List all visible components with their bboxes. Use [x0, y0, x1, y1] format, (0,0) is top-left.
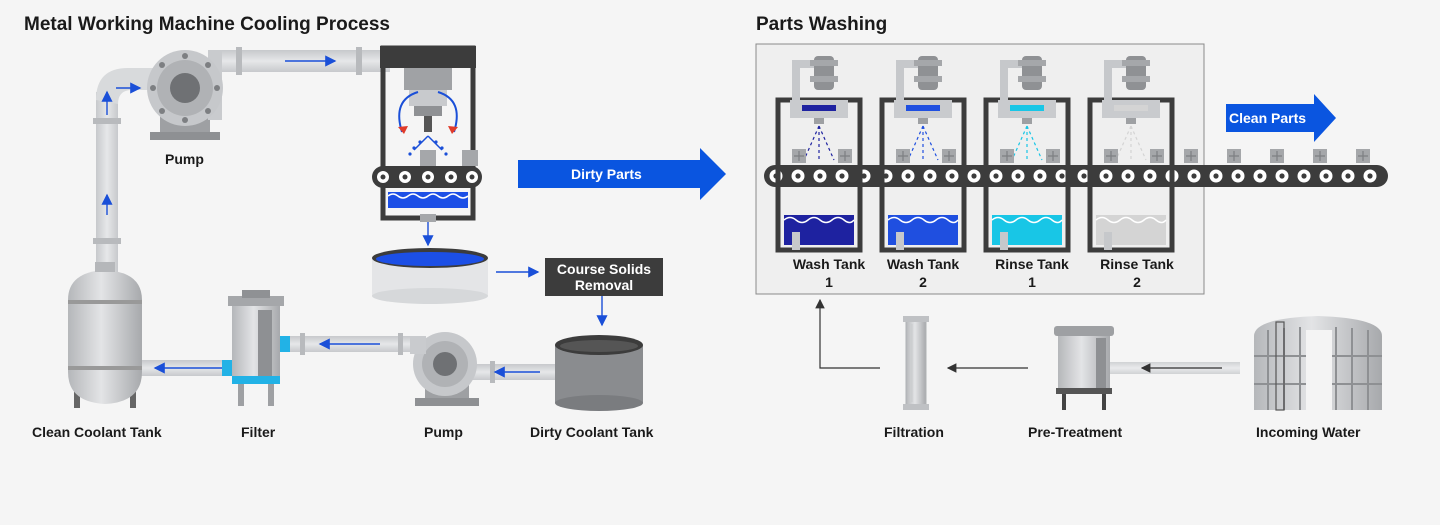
spray-nozzle-icon [803, 125, 835, 161]
tank-name: Wash Tank [792, 256, 866, 272]
wash-tank-2 [879, 56, 967, 253]
filtration-icon [903, 316, 929, 410]
pump-bottom-label: Pump [424, 424, 463, 440]
tank-label-2: Wash Tank 2 [878, 255, 968, 291]
course-solids-label: Course Solids Removal [545, 261, 663, 293]
left-section-title: Metal Working Machine Cooling Process [24, 14, 390, 35]
clean-parts-label: Clean Parts [1229, 110, 1307, 126]
tank-number: 1 [825, 274, 833, 290]
tank-name: Rinse Tank [995, 256, 1069, 272]
dirty-parts-arrow [518, 148, 726, 200]
course-solids-line2: Removal [574, 277, 634, 293]
machine-tool-icon [372, 45, 482, 222]
incoming-water-label: Incoming Water [1256, 424, 1361, 440]
tank-number: 1 [1028, 274, 1036, 290]
right-section-title: Parts Washing [756, 14, 888, 35]
tank-label-1: Wash Tank 1 [784, 255, 874, 291]
conveyor-parts [1184, 149, 1370, 163]
pre-treatment-label: Pre-Treatment [1028, 424, 1123, 440]
course-solids-line1: Course Solids [556, 261, 652, 277]
tank-name: Wash Tank [886, 256, 960, 272]
spray-nozzle-icon [1011, 125, 1043, 161]
clean-coolant-tank-label: Clean Coolant Tank [32, 424, 162, 440]
pump-top-label: Pump [165, 151, 204, 167]
wash-tank-4 [1087, 56, 1175, 253]
pump-bottom-icon [410, 332, 479, 406]
tank-label-3: Rinse Tank 1 [987, 255, 1077, 291]
clean-parts-arrow [1226, 94, 1336, 142]
tank-number: 2 [1133, 274, 1141, 290]
pump-top-icon [147, 50, 223, 140]
dirty-parts-label: Dirty Parts [571, 166, 642, 182]
tank-label-4: Rinse Tank 2 [1092, 255, 1182, 291]
filter-label: Filter [241, 424, 276, 440]
filter-icon [222, 290, 290, 406]
course-solids-box [545, 258, 663, 296]
wash-tanks [775, 56, 1175, 253]
spray-nozzle-icon [1115, 125, 1147, 161]
water-supply-line [815, 298, 1222, 373]
tank-number: 2 [919, 274, 927, 290]
filtration-label: Filtration [884, 424, 944, 440]
wash-tank-1 [775, 56, 863, 253]
coolant-pipes [93, 47, 560, 383]
wash-tank-3 [983, 56, 1071, 253]
pre-treatment-icon [1054, 326, 1114, 410]
flow-arrows [101, 55, 608, 378]
chip-basin-icon [372, 248, 488, 304]
conveyor-icon [764, 165, 1388, 187]
water-tower-icon [1254, 316, 1382, 411]
tank-name: Rinse Tank [1100, 256, 1174, 272]
clean-coolant-tank-icon [68, 262, 142, 408]
dirty-coolant-tank-label: Dirty Coolant Tank [530, 424, 654, 440]
dirty-coolant-tank-icon [555, 335, 643, 411]
spray-nozzle-icon [907, 125, 939, 161]
